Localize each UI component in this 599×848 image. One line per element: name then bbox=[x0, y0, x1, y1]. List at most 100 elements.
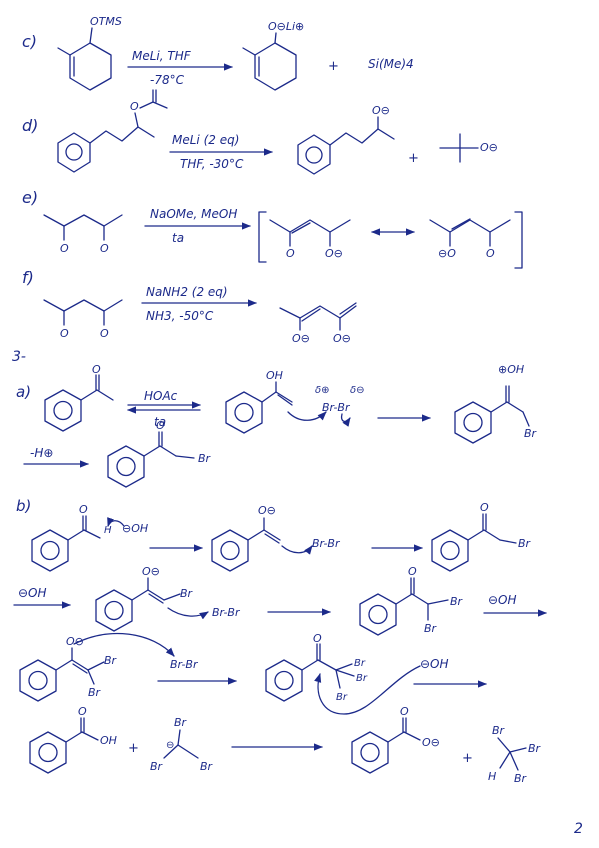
olithium-anion: O⊖Li⊕ bbox=[268, 20, 304, 33]
reagent-3a-top: HOAc bbox=[144, 389, 178, 403]
part-e: e) O O NaOMe, MeOH ta O O⊖ ⊖O O bbox=[22, 188, 523, 269]
acid-o-3b: O bbox=[78, 705, 87, 718]
bromide-3b-2: Br bbox=[180, 587, 194, 600]
bromide-3a-product: Br bbox=[198, 452, 212, 465]
bromide-3b-4c: Br bbox=[336, 692, 348, 703]
tetramethylsilane: Si(Me)4 bbox=[368, 57, 414, 71]
part-3a-label: a) bbox=[16, 383, 31, 401]
hydroxide-3b-4: ⊖OH bbox=[420, 657, 449, 671]
part-3b: b) O H ⊖OH O⊖ Br-Br bbox=[13, 497, 547, 785]
bromoform-br2: Br bbox=[528, 742, 542, 755]
part-f: f) O O NaNH2 (2 eq) NH3, -50°C O⊖ O⊖ bbox=[22, 268, 357, 345]
part-d-label: d) bbox=[22, 116, 38, 135]
delta-plus: δ⊕ bbox=[315, 385, 330, 396]
enolate-oxygen-d: O⊖ bbox=[372, 104, 390, 117]
alkoxide-oxygen-d: O⊖ bbox=[480, 141, 498, 154]
dianion-o1: O⊖ bbox=[292, 332, 310, 345]
alpha-h-3b: H bbox=[104, 525, 112, 536]
bromine-3b-2: Br-Br bbox=[212, 606, 241, 619]
deprotonation: -H⊕ bbox=[30, 446, 53, 460]
bromide-oxonium: Br bbox=[524, 427, 538, 440]
tert-butoxide-byproduct: O⊖ bbox=[439, 133, 498, 163]
plus-c: + bbox=[328, 59, 339, 74]
enol-oh-3a: OH bbox=[266, 369, 283, 382]
bromoform-h: H bbox=[488, 770, 496, 783]
page-number: 2 bbox=[574, 821, 583, 837]
acetophenone-reactant-3a: O bbox=[44, 363, 114, 432]
carbanion-charge: ⊖ bbox=[166, 740, 174, 751]
section-3-label: 3- bbox=[12, 349, 26, 365]
bromide-3b-3b: Br bbox=[88, 686, 102, 699]
enol-acetate-reactant-d: O bbox=[57, 89, 168, 173]
bromoform-br1: Br bbox=[492, 724, 506, 737]
carbonyl-o2-e: O bbox=[100, 242, 109, 255]
bromide-3b-1: Br bbox=[518, 537, 532, 550]
oxonium-oh: ⊕OH bbox=[498, 363, 524, 376]
res1-o1: O bbox=[286, 247, 295, 260]
enolate-3b-3: O⊖ Br Br bbox=[19, 635, 118, 702]
bromide-3b-4a: Br bbox=[354, 658, 366, 669]
ester-oxygen-d: O bbox=[130, 100, 139, 113]
resonance-form-1: O O⊖ bbox=[269, 219, 351, 260]
part-f-label: f) bbox=[22, 268, 34, 287]
carbonyl-o1-f: O bbox=[60, 327, 69, 340]
monobromo-product-3b: O Br bbox=[431, 501, 532, 572]
delta-minus: δ⊖ bbox=[350, 385, 365, 396]
curved-arrow-3b-1 bbox=[107, 517, 125, 527]
tribromo-br2: Br bbox=[150, 760, 164, 773]
bromide-3b-2b: Br bbox=[424, 622, 438, 635]
plus-3b-1: + bbox=[128, 741, 139, 756]
ketone-o-3b-2: O bbox=[408, 565, 417, 578]
bracket-left-e bbox=[258, 211, 267, 263]
enolate-o-3b-1: O⊖ bbox=[258, 504, 276, 517]
bromide-3b-3a: Br bbox=[104, 654, 118, 667]
enol-intermediate-3a: OH bbox=[225, 369, 293, 434]
enolate-3b-1: O⊖ bbox=[211, 504, 281, 572]
tribromo-product-3b: O Br Br Br bbox=[265, 632, 368, 703]
res2-o1: ⊖O bbox=[438, 247, 456, 260]
part-d: d) O MeLi (2 eq) THF, -30°C O⊖ + bbox=[22, 89, 498, 175]
ketone-o-3b: O bbox=[79, 503, 88, 516]
benzoic-acid-3b: O OH bbox=[29, 705, 117, 774]
plus-3b-2: + bbox=[462, 751, 473, 766]
tribromo-br1: Br bbox=[174, 716, 188, 729]
carbonyl-o1-e: O bbox=[60, 242, 69, 255]
curved-arrow-3b-3 bbox=[167, 607, 209, 620]
carbonyl-o2-f: O bbox=[100, 327, 109, 340]
hydroxide-3b-2: ⊖OH bbox=[18, 586, 47, 600]
reagent-f-bottom: NH3, -50°C bbox=[146, 309, 214, 323]
acetylacetone-reactant-f: O O bbox=[43, 299, 123, 340]
bromine-3a: Br-Br bbox=[322, 401, 351, 414]
dianion-o2: O⊖ bbox=[333, 332, 351, 345]
tribromo-br3: Br bbox=[200, 760, 214, 773]
cyclohexene-otms-reactant: OTMS bbox=[57, 15, 122, 91]
acetylacetone-reactant-e: O O bbox=[43, 214, 123, 255]
reagent-e-bottom: ta bbox=[172, 231, 184, 245]
part-c-label: c) bbox=[22, 32, 37, 51]
res2-o2: O bbox=[486, 247, 495, 260]
plus-d: + bbox=[408, 151, 419, 166]
tribromomethanide-3b: Br Br Br ⊖ bbox=[150, 716, 214, 773]
hydroxide-3b: ⊖OH bbox=[122, 522, 148, 535]
reagent-d-bottom: THF, -30°C bbox=[180, 157, 244, 171]
curved-arrow-br-3a bbox=[340, 413, 351, 427]
reagent-c-top: MeLi, THF bbox=[132, 49, 192, 63]
resonance-form-2: ⊖O O bbox=[429, 218, 511, 260]
benzoate-o: O bbox=[400, 705, 409, 718]
bromide-3b-2a: Br bbox=[450, 595, 464, 608]
bromoform-br3: Br bbox=[514, 772, 528, 785]
curved-arrow-3a bbox=[287, 411, 327, 421]
dibromo-product-3b: O Br Br bbox=[359, 565, 464, 636]
enolate-o-3b-3: O⊖ bbox=[66, 635, 84, 648]
enolate-product-d: O⊖ bbox=[297, 104, 395, 175]
benzoate-anion: O⊖ bbox=[422, 736, 440, 749]
ketone-o-3a: O bbox=[92, 363, 101, 376]
otms-group: OTMS bbox=[90, 15, 122, 28]
bromine-3b-1: Br-Br bbox=[312, 537, 341, 550]
curved-arrow-3b-5 bbox=[314, 665, 421, 715]
res1-o2: O⊖ bbox=[325, 247, 343, 260]
acetophenone-reactant-3b: O H ⊖OH bbox=[31, 503, 148, 572]
bromoform-product: Br Br H Br bbox=[488, 724, 542, 785]
hydroxide-3b-3: ⊖OH bbox=[488, 593, 517, 607]
